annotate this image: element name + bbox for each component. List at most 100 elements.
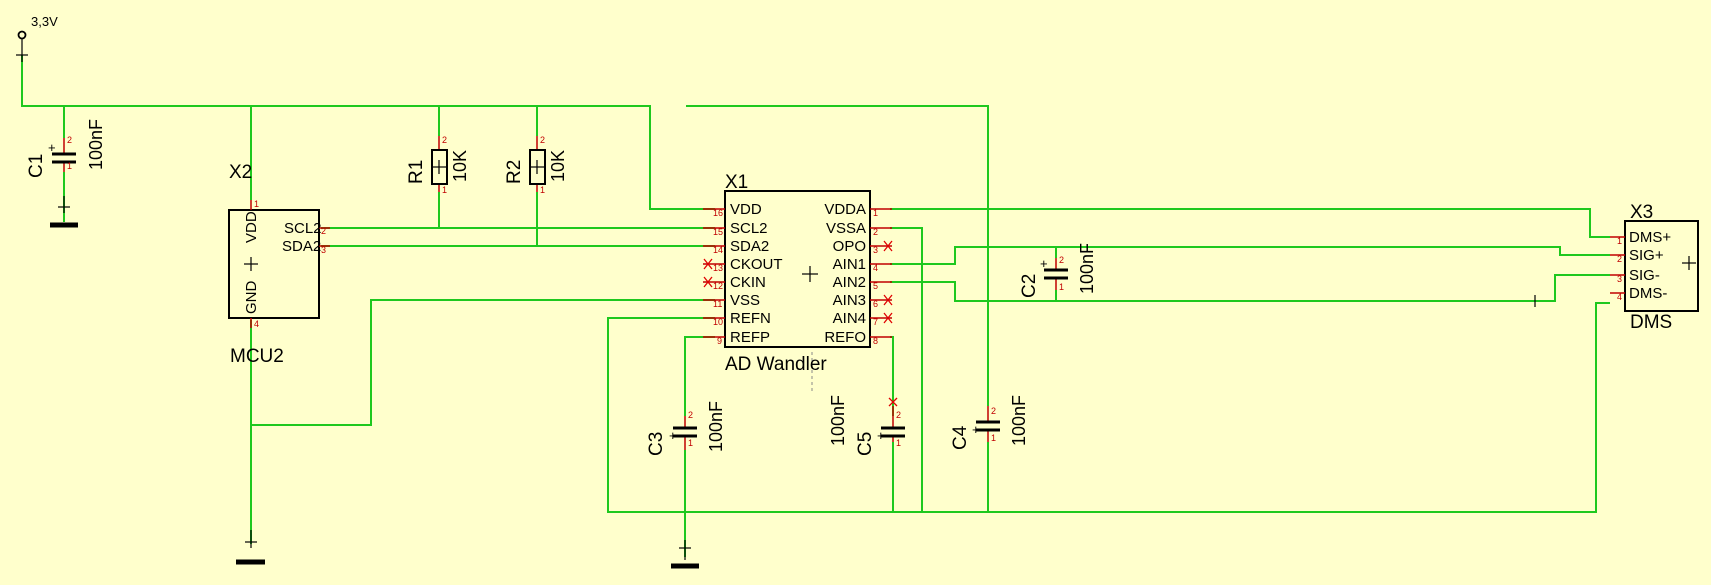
x1-pin-refp: REFP	[730, 329, 770, 346]
svg-text:+: +	[669, 428, 677, 443]
ground-x2	[236, 530, 265, 565]
x1-pin-ain4: AIN4	[833, 310, 866, 327]
svg-text:3: 3	[1617, 274, 1622, 284]
resistor-r1[interactable]: 2 1 R1 10K	[406, 135, 470, 195]
c4-value: 100nF	[1009, 395, 1029, 446]
svg-text:+: +	[48, 140, 56, 155]
x1-pin-ain3: AIN3	[833, 292, 866, 309]
r2-name: R2	[504, 160, 525, 184]
c1-name: C1	[26, 154, 47, 178]
x3-pin-dms-plus: DMS+	[1629, 229, 1671, 246]
ground-c3	[671, 540, 699, 569]
x1-pin-vdda: VDDA	[824, 201, 866, 218]
svg-text:5: 5	[873, 281, 878, 291]
wire-ain2[interactable]	[890, 274, 1610, 302]
x1-pin-ain2: AIN2	[833, 274, 866, 291]
svg-text:2: 2	[1617, 254, 1622, 264]
x3-pin-dms-minus: DMS-	[1629, 285, 1667, 302]
svg-text:1: 1	[1059, 282, 1064, 292]
svg-text:14: 14	[713, 245, 723, 255]
wire-vssa[interactable]	[890, 227, 923, 512]
capacitor-c2[interactable]: 2 1 + C2 100nF	[1019, 243, 1097, 298]
x1-pin-vss: VSS	[730, 292, 760, 309]
x3-pin-sig-minus: SIG-	[1629, 267, 1660, 284]
wire-vcc-rail[interactable]	[21, 55, 715, 210]
x2-name: X2	[229, 162, 252, 183]
svg-text:15: 15	[713, 227, 723, 237]
x2-footer: MCU2	[230, 346, 284, 367]
capacitor-c3[interactable]: 2 1 + C3 100nF	[646, 401, 726, 456]
svg-text:1: 1	[254, 199, 259, 209]
x1-footer: AD Wandler	[725, 354, 827, 375]
svg-text:8: 8	[873, 336, 878, 346]
wire-ain1[interactable]	[890, 246, 1610, 265]
x1-name: X1	[725, 172, 748, 193]
capacitor-c4[interactable]: 2 1 + C4 100nF	[950, 395, 1029, 450]
svg-text:2: 2	[321, 226, 326, 236]
x1-pin-opo: OPO	[833, 238, 866, 255]
svg-text:3: 3	[873, 245, 878, 255]
svg-text:2: 2	[1059, 255, 1064, 265]
capacitor-c5[interactable]: 2 1 + 100nF C5	[828, 395, 905, 456]
x2-pin-vdd: VDD	[243, 211, 260, 243]
svg-text:10: 10	[713, 317, 723, 327]
ground-c1	[50, 196, 78, 228]
wire-vdda-loop[interactable]	[686, 105, 989, 406]
svg-text:16: 16	[713, 208, 723, 218]
svg-text:7: 7	[873, 317, 878, 327]
c5-value: 100nF	[828, 395, 848, 446]
x1-pin-ckin: CKIN	[730, 274, 766, 291]
capacitor-c1[interactable]: 2 1 + C1 100nF	[26, 119, 106, 178]
component-x2-mcu[interactable]: X2 1 4 2 3 VDD GND SCL2 SDA2 MCU2	[228, 162, 330, 367]
x2-pin-gnd: GND	[243, 281, 260, 315]
x1-pin-refo: REFO	[824, 329, 866, 346]
svg-text:+: +	[972, 422, 980, 437]
component-x1-adc[interactable]: X1 AD Wandler 16 15 14 13 12 11 10 9 VDD	[703, 172, 893, 394]
svg-text:9: 9	[717, 336, 722, 346]
c3-name: C3	[646, 432, 667, 456]
x1-pin-vdd: VDD	[730, 201, 762, 218]
x1-right-pins: 1 2 3 4 5 6 7 8 VDDA VSSA OPO AIN1 AIN2 …	[824, 201, 893, 346]
x3-name: X3	[1630, 202, 1653, 223]
svg-text:3: 3	[321, 245, 326, 255]
c3-value: 100nF	[706, 401, 726, 452]
x2-pin-scl: SCL2	[284, 220, 322, 237]
wire-refn[interactable]	[607, 302, 1610, 513]
svg-text:1: 1	[688, 438, 693, 448]
x1-pin-ain1: AIN1	[833, 256, 866, 273]
svg-text:2: 2	[442, 135, 447, 145]
wire-vss[interactable]	[251, 299, 715, 426]
c5-name: C5	[855, 432, 876, 456]
wire-vdda[interactable]	[890, 208, 1610, 238]
svg-text:4: 4	[1617, 292, 1622, 302]
component-x3-dms[interactable]: X3 1 2 3 4 DMS+ SIG+ SIG- DMS- DMS	[1610, 202, 1699, 333]
x1-left-pins: 16 15 14 13 12 11 10 9 VDD SCL2 SDA2 CKO…	[703, 201, 783, 346]
r1-value: 10K	[450, 150, 470, 182]
wires	[21, 55, 1610, 557]
svg-text:+: +	[877, 428, 885, 443]
x3-footer: DMS	[1630, 312, 1672, 333]
svg-text:1: 1	[442, 185, 447, 195]
svg-text:2: 2	[873, 227, 878, 237]
x1-pin-sda2: SDA2	[730, 238, 769, 255]
svg-text:2: 2	[67, 135, 72, 145]
x3-pin-sig-plus: SIG+	[1629, 247, 1664, 264]
svg-text:4: 4	[254, 319, 259, 329]
svg-text:2: 2	[896, 410, 901, 420]
x2-pin-sda: SDA2	[282, 238, 321, 255]
svg-text:4: 4	[873, 263, 878, 273]
svg-text:1: 1	[540, 185, 545, 195]
svg-text:2: 2	[688, 410, 693, 420]
resistor-r2[interactable]: 2 1 R2 10K	[504, 135, 568, 195]
svg-text:2: 2	[540, 135, 545, 145]
c1-value: 100nF	[86, 119, 106, 170]
ground-symbols	[50, 196, 699, 569]
c4-name: C4	[950, 425, 971, 450]
svg-text:11: 11	[713, 299, 722, 309]
svg-text:1: 1	[67, 161, 72, 171]
supply-label: 3,3V	[31, 14, 58, 29]
svg-text:1: 1	[1617, 236, 1622, 246]
svg-text:2: 2	[991, 406, 996, 416]
r2-value: 10K	[548, 150, 568, 182]
